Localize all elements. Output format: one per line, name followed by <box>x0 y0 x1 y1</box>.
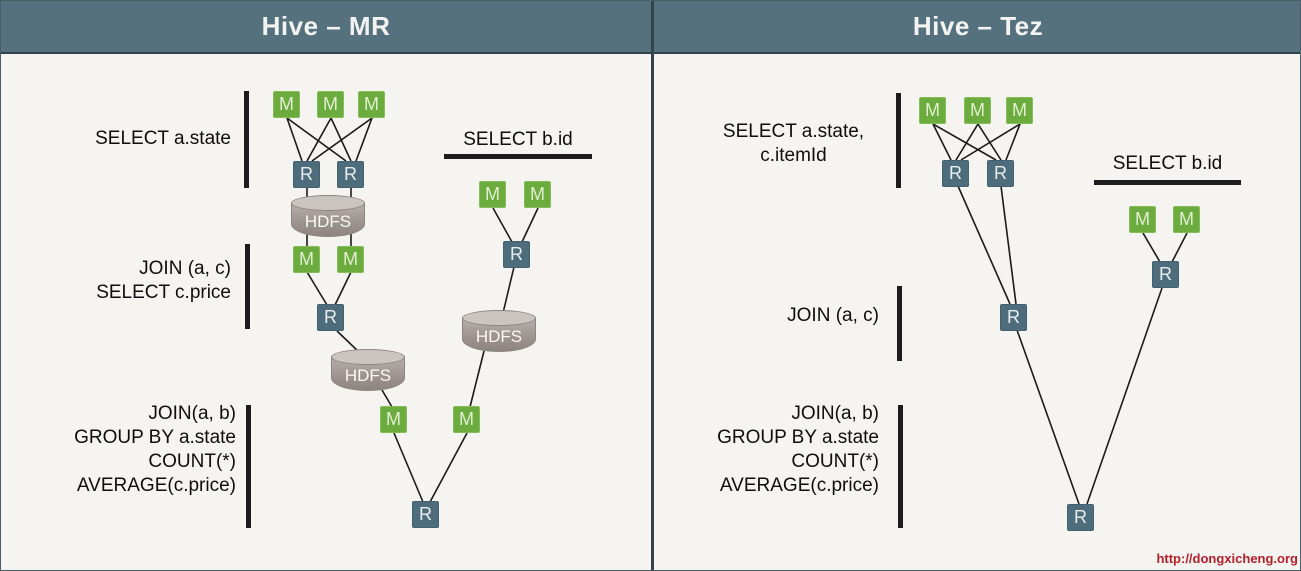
right-panel-title: Hive – Tez <box>912 11 1044 41</box>
left-panel-title: Hive – MR <box>261 11 391 41</box>
mr-stage1-label: SELECT a.state <box>95 128 231 149</box>
mr-stage2-label: JOIN (a, c) SELECT c.price <box>96 257 231 305</box>
map-task-node: M <box>380 406 407 433</box>
mr-stage2-line2: SELECT c.price <box>96 282 231 303</box>
hdfs-cylinder-top <box>331 349 405 365</box>
hdfs-label: HDFS <box>344 366 392 385</box>
map-task-node: M <box>479 181 506 208</box>
map-task-node: M <box>1129 206 1156 233</box>
tez-stage1-line2: c.itemId <box>760 145 827 166</box>
left-panel-header: Hive – MR <box>1 1 651 54</box>
tez-stage3-line4: AVERAGE(c.price) <box>719 475 879 496</box>
reduce-task-node: R <box>1000 304 1027 331</box>
tez-stage3-line2: GROUP BY a.state <box>717 427 879 448</box>
reduce-task-node: R <box>337 161 364 188</box>
mr-stage3-line4: AVERAGE(c.price) <box>76 475 236 496</box>
hdfs-storage-cylinder: HDFS <box>462 310 536 353</box>
reduce-task-node: R <box>503 241 530 268</box>
map-task-node: M <box>358 91 385 118</box>
mr-branch-label: SELECT b.id <box>463 129 573 150</box>
map-task-node: M <box>453 406 480 433</box>
reduce-task-node: R <box>412 501 439 528</box>
reduce-task-node: R <box>317 304 344 331</box>
mr-stage3-label: JOIN(a, b) GROUP BY a.state COUNT(*) AVE… <box>74 402 236 498</box>
hdfs-cylinder-top <box>291 195 365 211</box>
tez-stage1-bracket-bar <box>896 93 901 188</box>
map-task-node: M <box>317 91 344 118</box>
mr-stage1-bracket-bar <box>244 91 249 188</box>
mr-branch-underline <box>444 154 592 159</box>
reduce-task-node: R <box>987 160 1014 187</box>
map-task-node: M <box>293 246 320 273</box>
hdfs-storage-cylinder: HDFS <box>291 195 365 238</box>
reduce-task-node: R <box>1152 261 1179 288</box>
right-panel-header: Hive – Tez <box>654 1 1300 54</box>
tez-branch-label: SELECT b.id <box>1112 153 1223 174</box>
tez-stage3-line1: JOIN(a, b) <box>791 403 879 424</box>
tez-stage1-line1: SELECT a.state, <box>722 121 865 142</box>
reduce-task-node: R <box>942 160 969 187</box>
map-task-node: M <box>337 246 364 273</box>
tez-stage2-bracket-bar <box>897 286 902 361</box>
hdfs-cylinder-top <box>462 310 536 326</box>
tez-stage3-label: JOIN(a, b) GROUP BY a.state COUNT(*) AVE… <box>717 402 879 498</box>
map-task-node: M <box>1173 206 1200 233</box>
mr-stage3-line3: COUNT(*) <box>148 451 236 472</box>
map-task-node: M <box>919 97 946 124</box>
hdfs-label: HDFS <box>304 212 352 231</box>
map-task-node: M <box>1006 97 1033 124</box>
map-task-node: M <box>964 97 991 124</box>
map-task-node: M <box>524 181 551 208</box>
reduce-task-node: R <box>1067 504 1094 531</box>
mr-stage3-bracket-bar <box>246 405 251 528</box>
tez-stage3-line3: COUNT(*) <box>791 451 879 472</box>
map-task-node: M <box>273 91 300 118</box>
reduce-task-node: R <box>293 161 320 188</box>
mr-stage2-bracket-bar <box>245 244 250 329</box>
source-url-watermark[interactable]: http://dongxicheng.org <box>1156 551 1298 566</box>
tez-stage2-label: JOIN (a, c) <box>787 305 879 326</box>
tez-stage1-label: SELECT a.state, c.itemId <box>696 120 891 168</box>
mr-stage3-line1: JOIN(a, b) <box>148 403 236 424</box>
hdfs-storage-cylinder: HDFS <box>331 349 405 392</box>
hdfs-label: HDFS <box>475 327 523 346</box>
tez-stage3-bracket-bar <box>898 405 903 528</box>
mr-stage2-line1: JOIN (a, c) <box>139 258 231 279</box>
panel-divider <box>651 1 654 570</box>
mr-stage3-line2: GROUP BY a.state <box>74 427 236 448</box>
tez-branch-underline <box>1094 180 1241 185</box>
